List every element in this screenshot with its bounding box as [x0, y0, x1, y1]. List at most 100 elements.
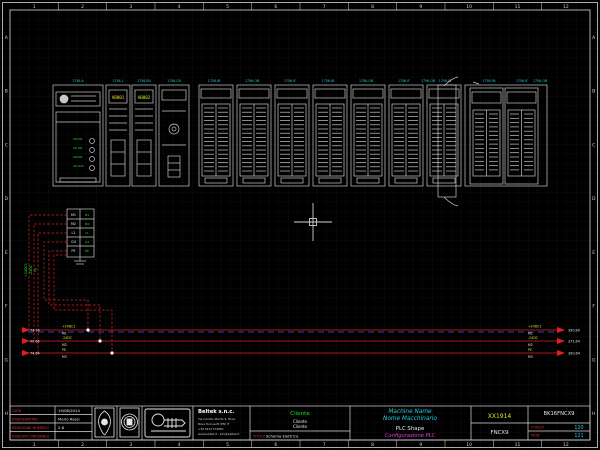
ruler-left-label: A [5, 35, 9, 41]
sheet-label: FOGLIO [531, 426, 544, 430]
company-address-line: www.beltek.it - info@beltek.it [198, 432, 240, 436]
ruler-left-label: D [5, 196, 9, 202]
logo-icon [94, 407, 115, 438]
power-supply-module[interactable] [52, 84, 104, 187]
extension-module-header [506, 91, 537, 104]
ruler-bottom-label: 5 [226, 442, 229, 448]
io-module [198, 84, 234, 187]
io-module-housing [388, 84, 424, 187]
ruler-bottom-label: 2 [81, 442, 84, 448]
rack-slot-label: 1756-A [72, 79, 84, 83]
io-module [274, 84, 310, 187]
power-bus [22, 327, 565, 356]
ruler-right-label: E [592, 250, 595, 256]
ruler-top-label: 5 [226, 4, 229, 10]
ruler-top-label: 1 [33, 4, 36, 10]
title-block[interactable] [9, 405, 591, 441]
extension-io-module [469, 87, 504, 185]
drawing-sub: Configurazione PLC [385, 433, 436, 439]
io-module [312, 84, 348, 187]
title-row-value: Mario Rossi [58, 417, 80, 422]
vertical-wire-label: PE [34, 268, 38, 272]
ruler-top-label: 7 [323, 4, 326, 10]
vertical-wire-label: -24DC [29, 264, 33, 275]
extension-rack-frame[interactable] [437, 76, 548, 207]
title-row-value: 2.8 [58, 425, 65, 430]
bus-label-right: M3 [528, 355, 533, 359]
bus-right-ref: 390.80 [568, 329, 580, 333]
extension-module-housing [504, 87, 539, 185]
rack-slot-label: 1756-PA [482, 79, 496, 83]
title-row-label: DATA [12, 409, 22, 413]
terminal-label: M1 [71, 213, 76, 217]
ruler-right-label: C [592, 142, 595, 148]
ruler-right-label: B [592, 89, 595, 95]
ruler-right-label: F [592, 304, 595, 310]
bus-label-left: PE [62, 348, 66, 352]
io-module-housing [198, 84, 234, 187]
terminal-label: M2 [71, 222, 76, 226]
ruler-top-label: 8 [371, 4, 374, 10]
io-module-header [238, 88, 270, 99]
io-module-header [428, 88, 460, 99]
svg-text:AB 500: AB 500 [73, 137, 83, 141]
vertical-wire-label: +24DC1 [24, 263, 28, 277]
io-modules[interactable] [198, 84, 462, 187]
ruler-top-label: 2 [81, 4, 84, 10]
drawing-code: XX1914 [488, 413, 512, 420]
fnc-code: FNCX9 [490, 430, 509, 436]
rack-slot-label: 1756-IF [284, 79, 296, 83]
io-module-housing [274, 84, 310, 187]
rack-slot-label: 1756-IF [398, 79, 410, 83]
extension-modules[interactable] [469, 87, 539, 185]
terminal-label: G4 [71, 240, 76, 244]
bus-label-right: -24DC [528, 336, 539, 340]
company-name: Beltek s.n.c. [198, 409, 234, 415]
rack-slot-label: 1756-IB [439, 79, 451, 83]
bus-labels: 74.1690.6474.64390.80372.64390.64+24DC1M… [30, 325, 580, 360]
rack-slot-label: 1756-OB [533, 79, 547, 83]
ruler-bottom-label: 6 [274, 442, 277, 448]
client-header: Cliente [290, 411, 310, 417]
ruler-top-label: 11 [515, 4, 521, 10]
sheet-label: MOD [531, 434, 540, 438]
weee-bulb-icon [144, 408, 191, 438]
client-footer-label: TITOLO [252, 435, 266, 439]
io-module [426, 84, 462, 187]
comms-module[interactable] [158, 84, 190, 187]
io-module [388, 84, 424, 187]
io-module [236, 84, 272, 187]
ruler-bottom-label: 9 [419, 442, 422, 448]
bus-label-right: M2 [528, 343, 533, 347]
red-wiring [28, 214, 113, 353]
ruler-left-label: H [5, 411, 8, 417]
crosshair-cursor-icon[interactable] [294, 203, 332, 241]
rack-slot-label: 1756-IF [516, 79, 528, 83]
ruler-right-label: G [592, 357, 596, 363]
ruler-right-label: A [592, 35, 596, 41]
rack-slot-label: 1756-OB [245, 79, 259, 83]
ruler-bottom-label: 7 [323, 442, 326, 448]
io-module-housing [312, 84, 348, 187]
bus-label-right: M1 [528, 332, 533, 336]
controller-module-b[interactable] [131, 84, 157, 187]
rack-slot-label: 1756-IB [322, 79, 334, 83]
machine-sub: Nome Macchinario [383, 416, 437, 422]
ruler-right-label: D [592, 196, 596, 202]
rack-slot-label: 1756-IB [208, 79, 220, 83]
bus-label-left: M3 [62, 355, 67, 359]
controller-module-a[interactable] [105, 84, 131, 187]
io-module-latch [432, 177, 456, 184]
extension-module-housing [469, 87, 504, 185]
ruler-top-label: 10 [466, 4, 472, 10]
title-row-label: DISEGNO ORIGINALE [12, 435, 50, 439]
svg-text:AB 1100: AB 1100 [73, 164, 84, 168]
ruler-top-label: 9 [419, 4, 422, 10]
drawing-title: PLC Shape [396, 426, 425, 432]
